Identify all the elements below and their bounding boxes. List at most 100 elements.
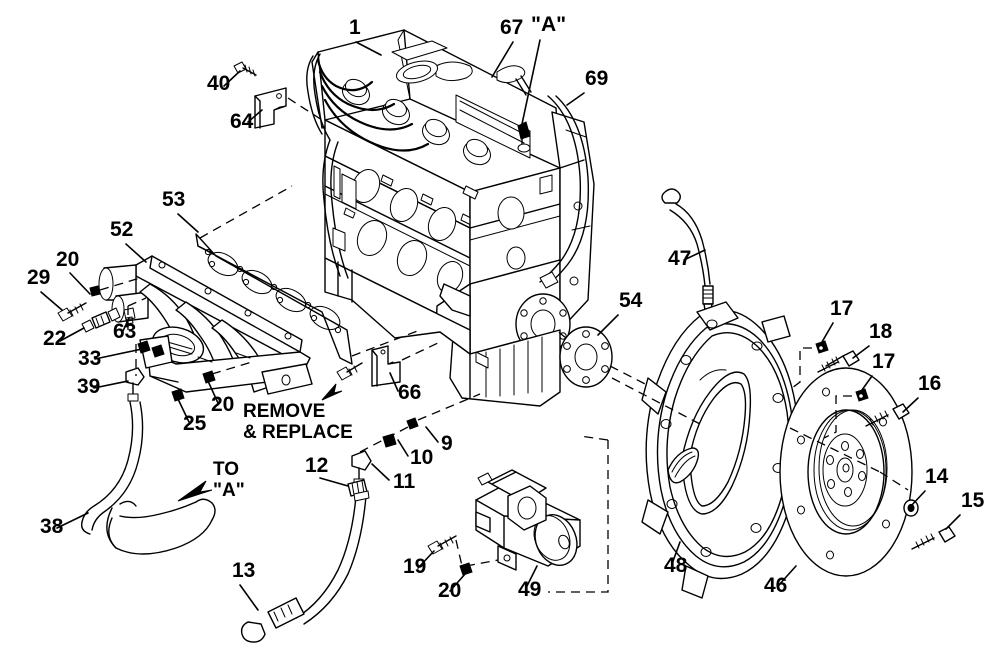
callout-leader-38: [56, 512, 89, 529]
callout-leader-53: [177, 213, 199, 233]
note-labels: REMOVE& REPLACE TO"A": [213, 401, 353, 501]
callout-leader-29: [40, 291, 63, 311]
callout-leader-25: [177, 398, 190, 423]
starter-bolt-19-graphic: [427, 535, 457, 555]
callout-leader-14: [910, 490, 926, 507]
nut-20-left-graphic: [89, 285, 101, 297]
nut-10-graphic: [382, 433, 397, 448]
callout-leader-12: [319, 477, 349, 487]
note-to-a: TO"A": [213, 459, 245, 501]
leader-dash-46-axis: [789, 427, 881, 473]
callout-number-49: 49: [518, 578, 541, 601]
leader-dash-63b: [127, 297, 147, 307]
callout-leader-47: [683, 249, 706, 261]
wiring-harness-loom-graphic: [539, 95, 590, 289]
callout-leader-13: [239, 584, 259, 611]
callout-number-33: 33: [78, 347, 101, 370]
callout-leader-39: [93, 380, 129, 389]
ref-a-leader: [521, 39, 541, 125]
leader-dash-20-mid: [211, 361, 253, 375]
callout-leader-20: [449, 572, 467, 592]
callout-number-10: 10: [410, 446, 433, 469]
callout-leader-22: [59, 327, 85, 342]
callout-leader-49: [525, 565, 538, 589]
callout-leader-69: [566, 92, 585, 106]
leader-dash-64: [287, 97, 326, 123]
callout-number-46: 46: [764, 574, 787, 597]
intake-manifold-gasket-graphic: [195, 233, 353, 365]
callout-number-64: 64: [230, 110, 254, 133]
callout-number-29: 29: [27, 266, 50, 289]
stud-bolt-29-graphic: [57, 302, 87, 322]
callout-number-39: 39: [77, 375, 100, 398]
callout-leader-40: [223, 70, 241, 87]
note-remove-replace: REMOVE& REPLACE: [243, 401, 353, 443]
callout-number-11: 11: [393, 470, 416, 493]
callout-leader-18: [852, 345, 870, 359]
leader-dash-20-left: [99, 277, 141, 291]
callout-leader-9: [425, 426, 439, 443]
callout-number-38: 38: [40, 515, 64, 538]
callout-number-54: 54: [619, 289, 643, 312]
remove-replace-bolt-graphic: [336, 362, 363, 381]
callout-leader-20: [207, 380, 219, 404]
lifting-bracket-66-graphic: [371, 345, 401, 387]
leader-dash-53: [199, 185, 293, 239]
callout-number-63: 63: [113, 320, 136, 343]
callout-number-19: 19: [403, 555, 426, 578]
engine-long-block-graphic: [306, 29, 595, 407]
callout-number-20: 20: [211, 393, 234, 416]
valve-cover-fitting-graphic: [496, 65, 532, 153]
intake-manifold-graphic: [98, 255, 313, 395]
callout-leaders: [40, 39, 961, 611]
coolant-hose-set-graphic: [80, 401, 216, 555]
elbow-fitting-39-graphic: [125, 367, 145, 402]
callout-number-22: 22: [43, 327, 66, 350]
flat-washer-14-graphic: [903, 499, 919, 517]
ref-markers: "A": [531, 13, 566, 36]
callout-leader-33: [94, 348, 143, 360]
callout-number-20: 20: [438, 579, 461, 602]
callout-number-48: 48: [664, 554, 688, 577]
callout-number-18: 18: [869, 320, 893, 343]
fuel-line-assembly-graphic: [240, 490, 370, 643]
callout-leader-64: [247, 109, 263, 123]
callout-number-15: 15: [961, 489, 985, 512]
callout-leader-67: [491, 41, 514, 78]
remove-replace-arrow: [321, 383, 343, 401]
starter-motor-graphic: [475, 469, 581, 571]
callout-number-13: 13: [232, 559, 255, 582]
callout-leader-1: [355, 41, 382, 56]
hex-bolt-15-graphic: [911, 526, 956, 550]
callout-number-12: 12: [305, 454, 328, 477]
callout-leader-66: [389, 372, 399, 392]
leader-dash-17b-16: [823, 395, 852, 439]
callout-leader-16: [902, 397, 919, 413]
callout-number-9: 9: [441, 432, 453, 455]
callout-number-66: 66: [398, 381, 421, 404]
callout-leader-48: [671, 541, 681, 565]
leader-dash-9: [417, 393, 481, 421]
callout-leader-54: [597, 314, 619, 336]
leader-dash-49-mount: [465, 559, 499, 567]
callout-leader-19: [417, 550, 435, 569]
leader-dash-starter-zone2: [579, 435, 609, 441]
leader-dash-54a: [555, 329, 567, 339]
ref-marker-ref-a-top: "A": [531, 13, 566, 36]
lock-washer-17a-graphic: [815, 340, 829, 354]
callout-number-14: 14: [925, 465, 949, 488]
mounting-bracket-graphic: [254, 87, 287, 129]
callout-leader-10: [397, 439, 409, 457]
callout-leader-15: [945, 514, 961, 530]
callout-leader-46: [777, 565, 797, 587]
leader-dash-66: [401, 341, 441, 361]
callout-number-47: 47: [668, 247, 691, 270]
callout-number-25: 25: [183, 412, 207, 435]
callout-number-1: 1: [349, 16, 361, 39]
hex-bolt-18-graphic: [817, 350, 860, 373]
leader-dash-46-bolt: [879, 471, 909, 491]
plug-63-graphic: [123, 307, 136, 325]
to-a-arrow: [177, 480, 213, 502]
leader-dash-17-18: [791, 347, 812, 389]
